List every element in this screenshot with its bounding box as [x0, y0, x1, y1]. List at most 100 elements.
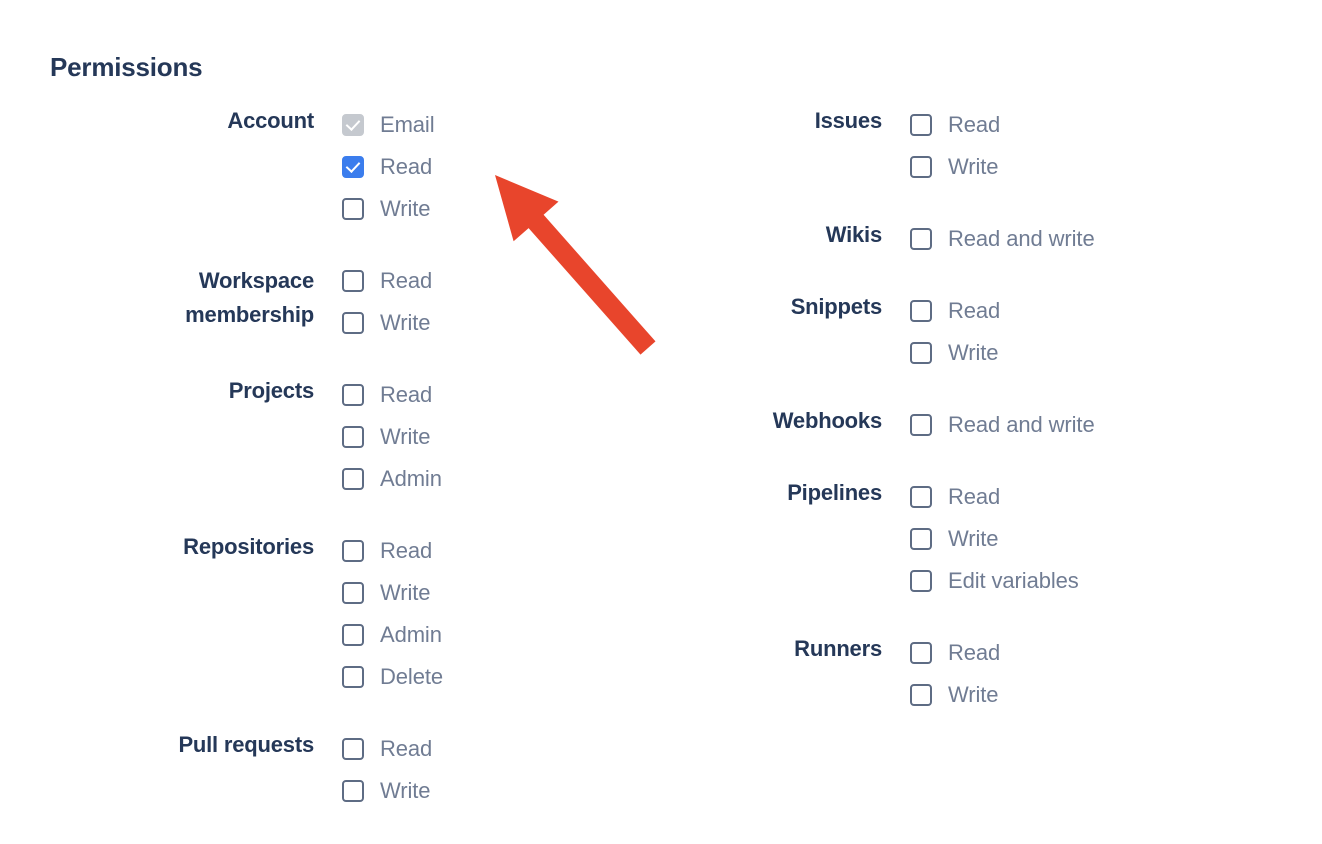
group-label-line: Issues	[814, 108, 882, 133]
account-email-checkbox	[342, 114, 364, 136]
option-row-projects-read[interactable]: Read	[342, 374, 660, 416]
wikis-read-and-write-checkbox[interactable]	[910, 228, 932, 250]
page-title: Permissions	[50, 52, 203, 82]
option-row-runners-write[interactable]: Write	[910, 674, 1322, 716]
option-row-pull-requests-write[interactable]: Write	[342, 770, 660, 812]
option-row-wikis-read-and-write[interactable]: Read and write	[910, 218, 1322, 260]
pull-requests-read-checkbox[interactable]	[342, 738, 364, 760]
option-row-issues-write[interactable]: Write	[910, 146, 1322, 188]
option-row-projects-write[interactable]: Write	[342, 416, 660, 458]
runners-write-checkbox[interactable]	[910, 684, 932, 706]
workspace-membership-read-checkbox[interactable]	[342, 270, 364, 292]
pipelines-write-label: Write	[948, 526, 999, 551]
repositories-admin-label: Admin	[380, 622, 442, 647]
account-email-label: Email	[380, 112, 435, 137]
group-label-snippets: Snippets	[0, 290, 910, 324]
group-label-pull-requests: Pull requests	[0, 728, 342, 762]
snippets-read-label: Read	[948, 298, 1001, 323]
pull-requests-write-label: Write	[380, 778, 431, 803]
account-read-checkbox[interactable]	[342, 156, 364, 178]
option-row-runners-read[interactable]: Read	[910, 632, 1322, 674]
option-row-webhooks-read-and-write[interactable]: Read and write	[910, 404, 1322, 446]
option-row-repositories-admin[interactable]: Admin	[342, 614, 660, 656]
repositories-read-label: Read	[380, 538, 433, 563]
repositories-read-checkbox[interactable]	[342, 540, 364, 562]
projects-read-checkbox[interactable]	[342, 384, 364, 406]
group-label-line: Account	[227, 108, 314, 133]
group-label-line: Pull requests	[178, 732, 314, 757]
option-row-pipelines-read[interactable]: Read	[910, 476, 1322, 518]
option-row-account-write[interactable]: Write	[342, 188, 660, 230]
option-row-pull-requests-read[interactable]: Read	[342, 728, 660, 770]
group-label-line: Wikis	[825, 222, 882, 247]
account-write-label: Write	[380, 196, 431, 221]
group-label-repositories: Repositories	[0, 530, 342, 564]
group-label-line: Repositories	[183, 534, 314, 559]
option-row-pipelines-edit-variables[interactable]: Edit variables	[910, 560, 1322, 602]
runners-write-label: Write	[948, 682, 999, 707]
option-row-snippets-read[interactable]: Read	[910, 290, 1322, 332]
runners-read-checkbox[interactable]	[910, 642, 932, 664]
runners-read-label: Read	[948, 640, 1001, 665]
snippets-write-checkbox[interactable]	[910, 342, 932, 364]
workspace-membership-write-checkbox[interactable]	[342, 312, 364, 334]
repositories-admin-checkbox[interactable]	[342, 624, 364, 646]
option-row-workspace-membership-read[interactable]: Read	[342, 260, 660, 302]
repositories-write-checkbox[interactable]	[342, 582, 364, 604]
option-row-pipelines-write[interactable]: Write	[910, 518, 1322, 560]
group-label-wikis: Wikis	[0, 218, 910, 252]
repositories-delete-checkbox[interactable]	[342, 666, 364, 688]
group-label-account: Account	[0, 104, 342, 138]
pipelines-read-label: Read	[948, 484, 1001, 509]
repositories-write-label: Write	[380, 580, 431, 605]
option-row-repositories-write[interactable]: Write	[342, 572, 660, 614]
workspace-membership-write-label: Write	[380, 310, 431, 335]
pipelines-write-checkbox[interactable]	[910, 528, 932, 550]
pipelines-edit-variables-checkbox[interactable]	[910, 570, 932, 592]
group-label-issues: Issues	[0, 104, 910, 138]
workspace-membership-read-label: Read	[380, 268, 433, 293]
snippets-write-label: Write	[948, 340, 999, 365]
issues-write-checkbox[interactable]	[910, 156, 932, 178]
projects-write-checkbox[interactable]	[342, 426, 364, 448]
group-label-line: Projects	[228, 378, 314, 403]
group-label-line: Runners	[794, 636, 882, 661]
option-row-workspace-membership-write[interactable]: Write	[342, 302, 660, 344]
group-label-projects: Projects	[0, 374, 342, 408]
option-list-wikis: Read and write	[910, 218, 1322, 260]
webhooks-read-and-write-label: Read and write	[948, 412, 1095, 437]
option-row-snippets-write[interactable]: Write	[910, 332, 1322, 374]
projects-admin-checkbox[interactable]	[342, 468, 364, 490]
option-row-repositories-read[interactable]: Read	[342, 530, 660, 572]
issues-read-checkbox[interactable]	[910, 114, 932, 136]
pull-requests-read-label: Read	[380, 736, 433, 761]
option-row-projects-admin[interactable]: Admin	[342, 458, 660, 500]
webhooks-read-and-write-checkbox[interactable]	[910, 414, 932, 436]
account-write-checkbox[interactable]	[342, 198, 364, 220]
issues-write-label: Write	[948, 154, 999, 179]
group-label-webhooks: Webhooks	[0, 404, 910, 438]
option-row-issues-read[interactable]: Read	[910, 104, 1322, 146]
pipelines-edit-variables-label: Edit variables	[948, 568, 1079, 593]
option-row-account-email[interactable]: Email	[342, 104, 660, 146]
pull-requests-write-checkbox[interactable]	[342, 780, 364, 802]
pipelines-read-checkbox[interactable]	[910, 486, 932, 508]
snippets-read-checkbox[interactable]	[910, 300, 932, 322]
option-row-account-read[interactable]: Read	[342, 146, 660, 188]
permission-group-wikis: Wikis Read and write	[660, 218, 1322, 260]
option-row-repositories-delete[interactable]: Delete	[342, 656, 660, 698]
